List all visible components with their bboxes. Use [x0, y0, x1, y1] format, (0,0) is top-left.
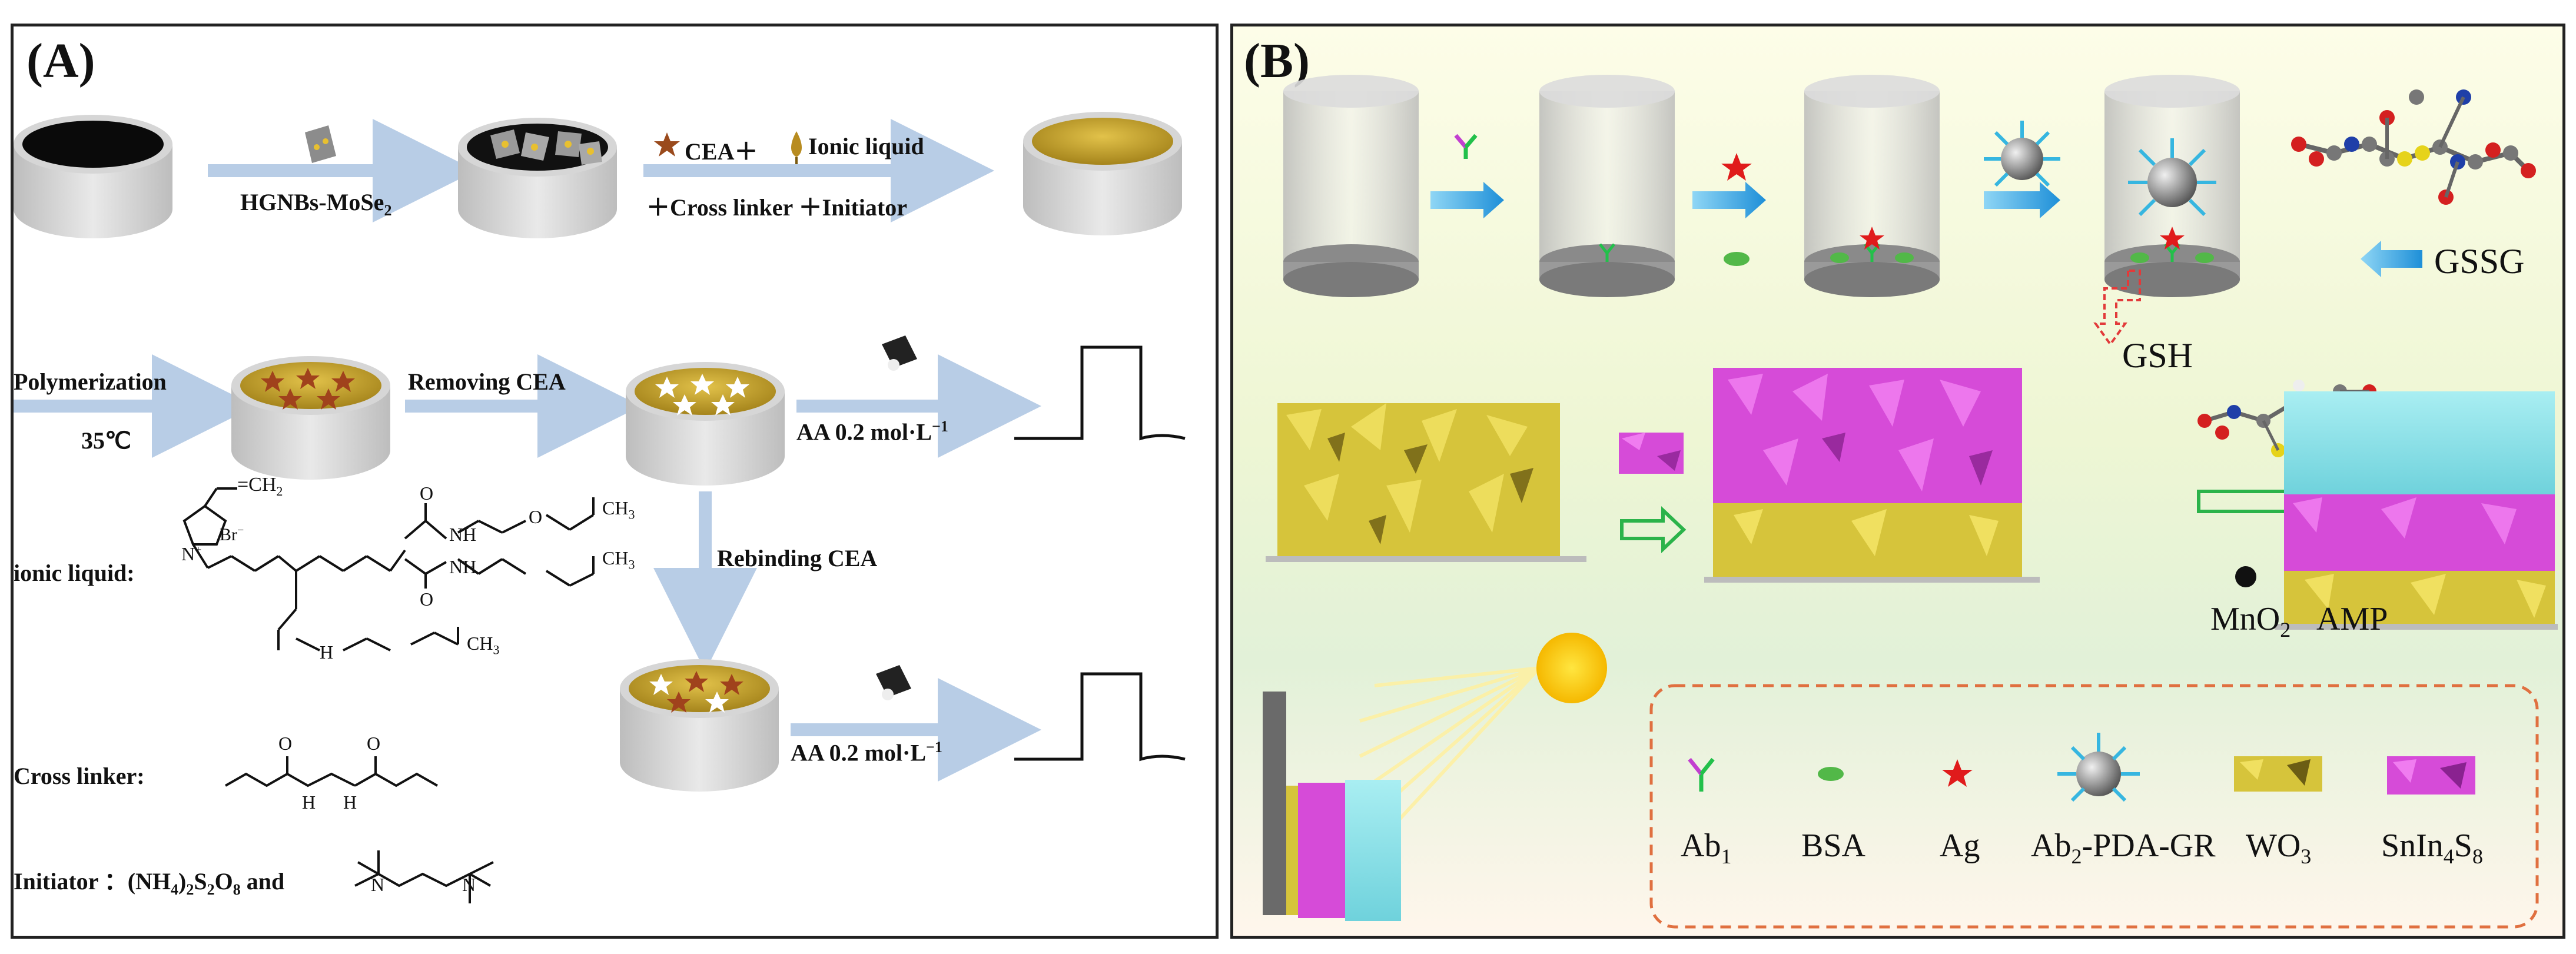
gsh-dashed-arrow [2093, 270, 2141, 347]
temperature-label: 35℃ [81, 427, 131, 454]
ag-star-icon [1721, 153, 1752, 181]
ionic-liquid-drop-icon [791, 131, 802, 168]
chem-ch3-1: CH3 [602, 497, 635, 522]
hgnbs-mose2-chip-icon [305, 125, 336, 163]
legend-ab1-label: Ab1 [1681, 827, 1732, 869]
panel-b: (B) [1230, 24, 2565, 939]
panel-a-diagram [14, 112, 1186, 903]
legend-snin4s8-icon [2387, 756, 2475, 795]
mno2-label: MnO2 [2210, 601, 2291, 642]
legend-ag-icon [1942, 759, 1973, 787]
gssg-label: GSSG [2434, 242, 2525, 281]
cea-label: CEA＋ [685, 138, 758, 165]
legend-bsa-label: BSA [1801, 827, 1865, 864]
bsa-icon [1724, 252, 1750, 266]
arrow-b-1 [1430, 182, 1504, 218]
electrode-mip-rebound [620, 659, 779, 792]
ionic-liquid-heading: ionic liquid: [14, 560, 135, 586]
legend-ab2-icon [2057, 733, 2140, 802]
legend-wo3-icon [2234, 756, 2322, 792]
arrow-b-2 [1692, 182, 1766, 218]
chem-ch2-top: =CH2 [237, 474, 283, 498]
ab2-pda-gr-icon [1984, 121, 2060, 187]
panel-a: (A) [11, 24, 1219, 939]
chem-o-cl-2: O [367, 733, 381, 754]
legend-ab1-icon [1688, 757, 1715, 792]
chem-o-cl-1: O [278, 733, 293, 754]
legend-bsa-icon [1818, 767, 1844, 781]
chem-ch3-3: CH3 [467, 633, 500, 657]
chem-nh-2: NH [449, 556, 477, 577]
hgnbs-label: HGNBs-MoSe2 [240, 189, 392, 219]
final-stack [2275, 391, 2558, 630]
chem-n-temed-2: N [462, 874, 476, 895]
chem-h-cl-2: H [343, 792, 357, 813]
panel-a-label: (A) [26, 34, 95, 88]
photocurrent-trace-2 [1014, 672, 1186, 762]
electrode-hgnbs [458, 118, 617, 238]
temed-structure [354, 850, 494, 903]
initiator-heading: Initiator ：(NH4)2S2O8 and [14, 868, 285, 898]
aa-label-2: AA 0.2 mol·L−1 [791, 739, 942, 766]
mno2-icon [2235, 566, 2256, 587]
light-source-icon [882, 335, 917, 371]
electrode-mip-cea [231, 356, 390, 480]
crosslinker-initiator-label: ＋Cross linker ＋Initiator [646, 194, 907, 221]
chem-n-temed-1: N [371, 874, 385, 895]
gssg-molecule [2291, 89, 2536, 205]
ionic-liquid-structure [182, 487, 595, 651]
wo3-block [1266, 403, 1586, 562]
electrode-2 [1539, 75, 1675, 297]
panel-b-diagram [1263, 75, 2558, 929]
wo3-snin4s8-stack [1704, 368, 2040, 583]
legend-snin4s8-label: SnIn4S8 [2381, 827, 2483, 869]
cross-linker-heading: Cross linker: [14, 763, 145, 789]
electrode-3 [1804, 75, 1940, 297]
chem-nh-1: NH [449, 524, 477, 545]
chem-o-2: O [529, 506, 543, 527]
arrow-b-3 [1984, 182, 2060, 218]
electrode-4 [2104, 75, 2240, 297]
polymerization-label: Polymerization [14, 368, 167, 395]
electrode-bare [14, 115, 172, 238]
legend-wo3-label: WO3 [2246, 827, 2312, 869]
arrow-green-1 [1620, 506, 1687, 553]
electrode-side-view [1263, 692, 1401, 921]
chem-h-cl-1: H [302, 792, 316, 813]
photocurrent-trace-1 [1014, 345, 1186, 441]
chem-n-ring: N+ [181, 543, 202, 564]
chem-br: Br− [220, 524, 244, 544]
removing-cea-label: Removing CEA [408, 368, 566, 395]
legend-ab2-label: Ab2-PDA-GR [2031, 827, 2216, 869]
rebinding-cea-label: Rebinding CEA [717, 545, 878, 571]
electrode-mip-empty [626, 362, 785, 486]
aa-label-1: AA 0.2 mol·L−1 [796, 418, 948, 446]
ionic-liquid-label: Ionic liquid [808, 133, 924, 159]
amp-label: AMP [2316, 601, 2388, 637]
chem-h: H [320, 641, 334, 663]
cea-star-icon [654, 132, 680, 157]
electrode-1 [1283, 75, 1419, 297]
arrow-b-gssg [2361, 241, 2422, 277]
legend-box [1649, 684, 2539, 929]
gsh-label: GSH [2122, 336, 2193, 375]
chem-ch3-2: CH3 [602, 547, 635, 572]
chem-o-3: O [420, 589, 434, 610]
snin4s8-small [1619, 433, 1684, 474]
ab1-icon [1454, 134, 1478, 159]
legend-ag-label: Ag [1940, 827, 1980, 864]
light-source-icon-2 [876, 665, 911, 700]
panel-b-label: (B) [1244, 34, 1310, 88]
electrode-gold [1023, 112, 1182, 235]
cross-linker-structure [225, 756, 438, 787]
chem-o-1: O [420, 483, 434, 504]
